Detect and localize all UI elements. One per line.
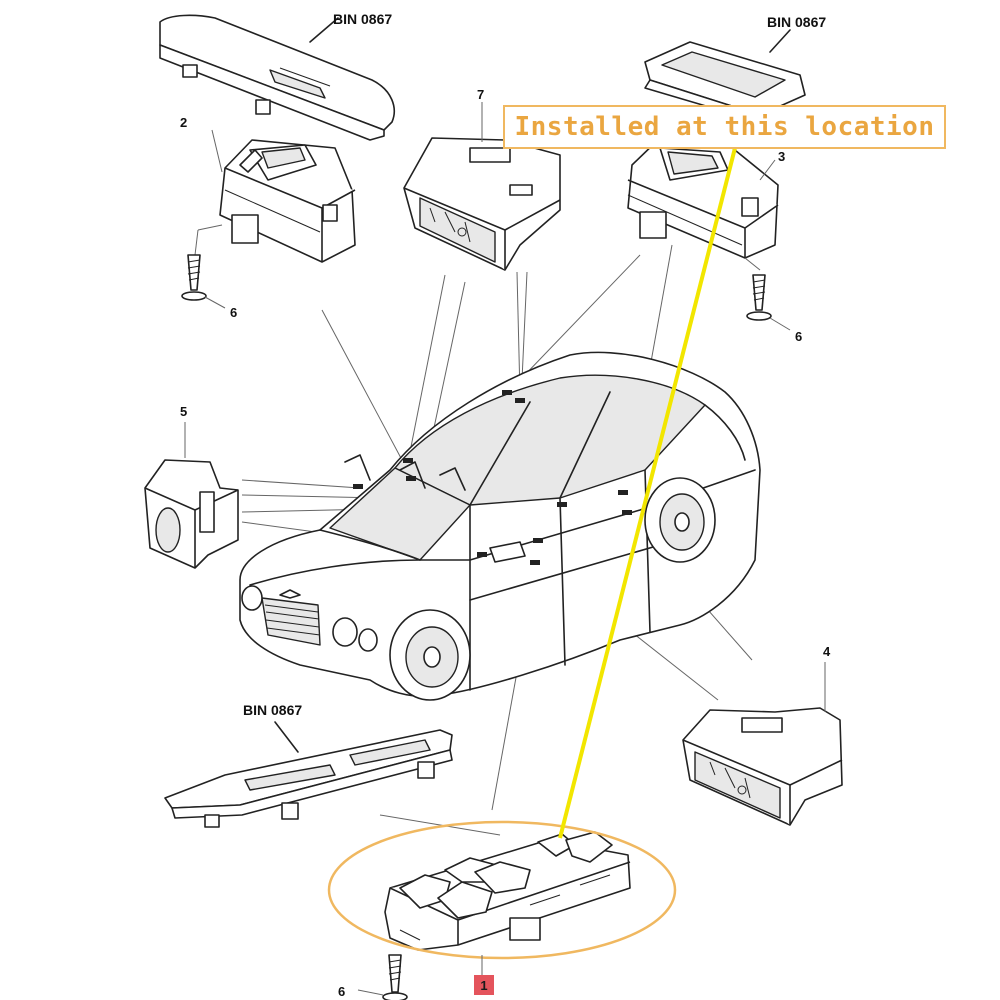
switch-part-3 (627, 137, 779, 271)
part-number-1-badge: 1 (474, 975, 494, 995)
part-number-2: 2 (180, 115, 188, 130)
trim-panel-top-left (159, 14, 396, 141)
callout-pointer-line (558, 147, 737, 839)
bin-label-top-left: BIN 0867 (333, 11, 393, 27)
part-number-5: 5 (180, 404, 188, 419)
part-number-4: 4 (823, 644, 831, 659)
screw-bottom (357, 954, 483, 1000)
part-number-3: 3 (778, 149, 786, 164)
master-switch-part-1 (384, 831, 631, 951)
highlight-ellipse (327, 820, 677, 960)
callout-text: Installed at this location (514, 112, 935, 142)
part-number-6-left: 6 (230, 305, 238, 320)
screw-left (181, 254, 226, 309)
callout-box: Installed at this location (503, 105, 946, 149)
part-number-6-right: 6 (795, 329, 803, 344)
car-illustration (239, 351, 761, 701)
bin-label-top-right: BIN 0867 (767, 14, 827, 30)
switch-part-5 (144, 422, 239, 569)
screw-right (746, 274, 791, 331)
bezel-top-right (644, 29, 806, 123)
part-number-6-bottom: 6 (338, 984, 346, 999)
trim-panel-bottom-left (164, 721, 453, 828)
switch-part-2 (194, 129, 356, 263)
bin-label-bottom-left: BIN 0867 (243, 702, 303, 718)
switch-part-7 (403, 102, 561, 271)
switch-part-4 (682, 662, 843, 826)
part-number-7: 7 (477, 87, 485, 102)
